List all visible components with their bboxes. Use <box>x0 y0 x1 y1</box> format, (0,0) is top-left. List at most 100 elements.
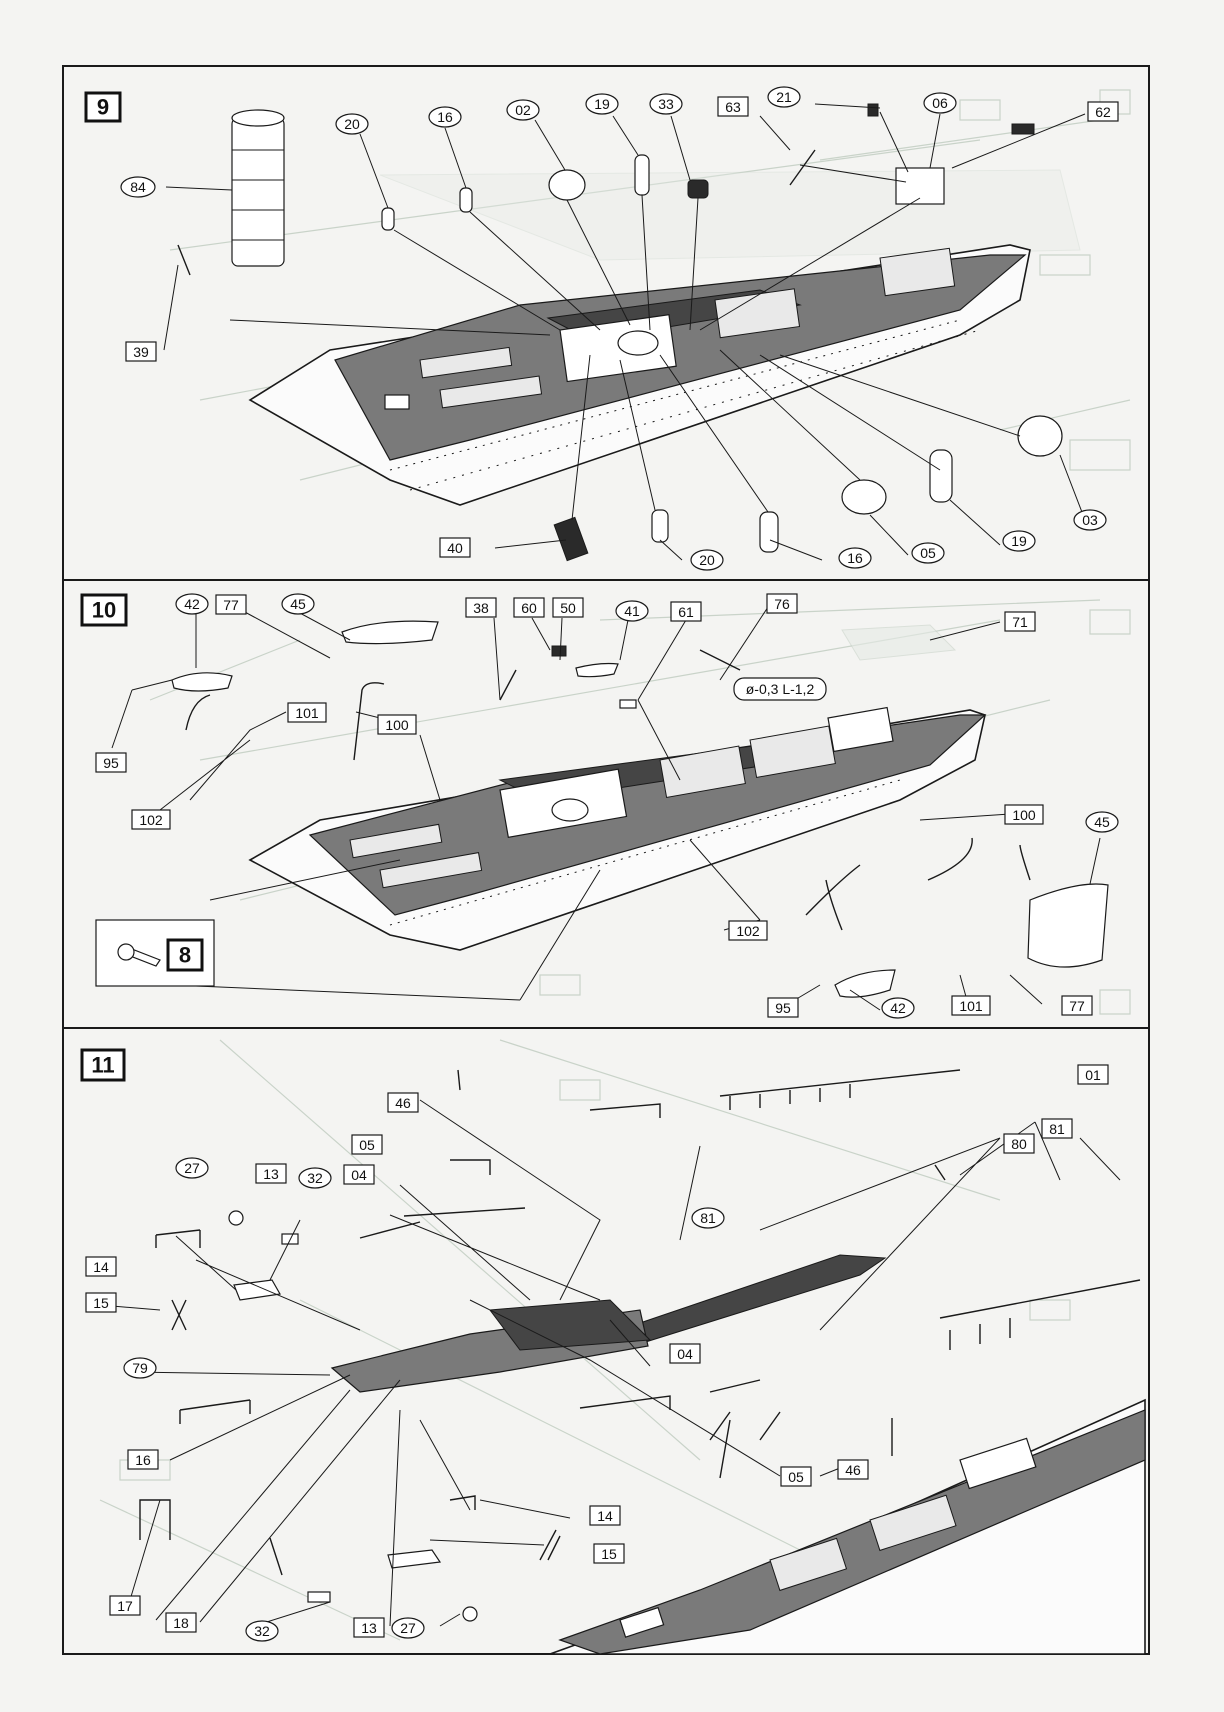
part-60-fitting <box>551 645 567 657</box>
part-callout-84: 84 <box>120 176 156 198</box>
part-callout-95-b: 95 <box>767 997 799 1018</box>
part-callout-81-b: 81 <box>1041 1118 1073 1139</box>
part-06-deckhouse <box>895 167 945 205</box>
part-18-ladder <box>269 1537 283 1576</box>
part-callout-15: 15 <box>85 1292 117 1313</box>
svg-text:10: 10 <box>92 598 116 623</box>
part-callout-19-b: 19 <box>1002 530 1036 552</box>
part-callout-02: 02 <box>506 99 540 121</box>
part-63-ladder <box>789 149 816 186</box>
step-11-diagram <box>99 1039 1146 1655</box>
part-03-cowl <box>1017 415 1063 457</box>
part-callout-60: 60 <box>513 597 545 618</box>
svg-text:9: 9 <box>97 95 109 120</box>
svg-text:95: 95 <box>103 755 119 771</box>
svg-text:05: 05 <box>788 1469 804 1485</box>
part-100-davit-b <box>927 837 1031 881</box>
svg-text:76: 76 <box>774 596 790 612</box>
part-45-lifeboat <box>341 620 439 645</box>
part-callout-81: 81 <box>691 1207 725 1229</box>
svg-text:16: 16 <box>437 109 453 125</box>
part-callout-06: 06 <box>923 92 957 114</box>
part-42-lifeboat-b <box>834 969 896 998</box>
svg-text:62: 62 <box>1095 104 1111 120</box>
part-16-vent-b <box>759 511 779 553</box>
part-callout-16-b: 16 <box>838 547 872 569</box>
svg-text:15: 15 <box>601 1546 617 1562</box>
part-callout-41: 41 <box>615 600 649 622</box>
part-40-grating <box>553 516 589 562</box>
part-41-boat <box>575 662 619 678</box>
svg-text:05: 05 <box>359 1137 375 1153</box>
part-callout-46-b: 46 <box>837 1459 869 1480</box>
svg-text:33: 33 <box>658 96 674 112</box>
part-14-rail <box>155 1229 201 1248</box>
part-102-davit <box>185 694 211 731</box>
part-19-vent-b <box>929 449 953 503</box>
svg-text:14: 14 <box>597 1508 613 1524</box>
svg-text:27: 27 <box>184 1160 200 1176</box>
svg-text:38: 38 <box>473 600 489 616</box>
part-callout-27-b: 27 <box>391 1617 425 1639</box>
part-callout-19: 19 <box>585 93 619 115</box>
part-84-funnel <box>231 109 285 267</box>
part-callout-45: 45 <box>281 593 315 615</box>
svg-text:8: 8 <box>179 943 191 968</box>
svg-text:45: 45 <box>1094 814 1110 830</box>
part-callout-04: 04 <box>343 1164 375 1185</box>
svg-text:95: 95 <box>775 1000 791 1016</box>
part-callout-05-b: 05 <box>780 1466 812 1487</box>
part-callout-63: 63 <box>717 96 749 117</box>
part-102-davit-b <box>805 864 861 931</box>
part-callout-101-b: 101 <box>951 995 991 1016</box>
part-callout-32-b: 32 <box>245 1620 279 1642</box>
part-callout-38: 38 <box>465 597 497 618</box>
part-callout-20-b: 20 <box>690 549 724 571</box>
part-callout-77: 77 <box>215 594 247 615</box>
part-38-ladder <box>499 669 517 701</box>
inset-step-reference: 8 <box>166 938 204 972</box>
svg-text:19: 19 <box>594 96 610 112</box>
part-callout-102: 102 <box>131 809 171 830</box>
step-9-diagram <box>163 89 1131 562</box>
part-callout-16: 16 <box>127 1449 159 1470</box>
part-callout-05: 05 <box>351 1134 383 1155</box>
part-callout-79: 79 <box>123 1357 157 1379</box>
part-callout-71: 71 <box>1004 611 1036 632</box>
svg-text:01: 01 <box>1085 1067 1101 1083</box>
part-callout-13-b: 13 <box>353 1617 385 1638</box>
part-17-frame <box>139 1499 171 1540</box>
part-callout-76: 76 <box>766 593 798 614</box>
part-76-rigging <box>699 649 741 671</box>
part-callout-18: 18 <box>165 1612 197 1633</box>
svg-text:41: 41 <box>624 603 640 619</box>
part-19-vent <box>634 154 650 196</box>
svg-text:60: 60 <box>521 600 537 616</box>
part-callout-13: 13 <box>255 1163 287 1184</box>
svg-text:04: 04 <box>351 1167 367 1183</box>
part-27-fitting-b <box>462 1606 478 1622</box>
ship-deck <box>334 254 1027 461</box>
svg-text:14: 14 <box>93 1259 109 1275</box>
svg-text:40: 40 <box>447 540 463 556</box>
part-callout-62: 62 <box>1087 101 1119 122</box>
part-callout-03: 03 <box>1073 509 1107 531</box>
part-callout-17: 17 <box>109 1595 141 1616</box>
svg-text:04: 04 <box>677 1346 693 1362</box>
part-46-stanchion <box>457 1069 461 1091</box>
part-callout-39: 39 <box>125 341 157 362</box>
svg-text:45: 45 <box>290 596 306 612</box>
svg-text:32: 32 <box>307 1170 323 1186</box>
part-callout-100-b: 100 <box>1004 804 1044 825</box>
svg-text:100: 100 <box>385 717 409 733</box>
svg-text:101: 101 <box>959 998 983 1014</box>
part-15-brace-b <box>539 1529 561 1561</box>
part-callout-01: 01 <box>1077 1064 1109 1085</box>
svg-text:19: 19 <box>1011 533 1027 549</box>
part-callout-27: 27 <box>175 1157 209 1179</box>
svg-text:05: 05 <box>920 545 936 561</box>
part-callout-102-b: 102 <box>728 920 768 941</box>
part-15-brace <box>171 1299 187 1331</box>
svg-text:20: 20 <box>344 116 360 132</box>
